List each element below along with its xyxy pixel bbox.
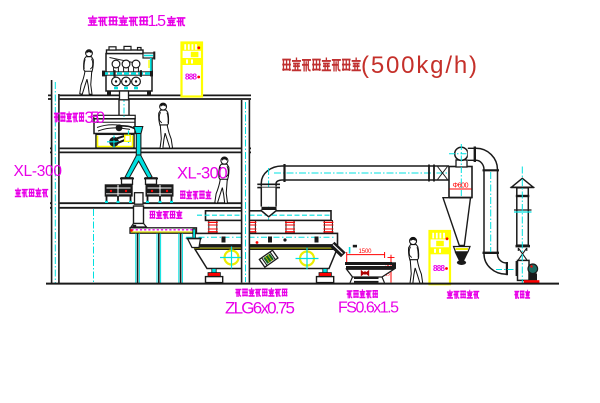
svg-text:1500: 1500 — [359, 249, 373, 255]
svg-text:888: 888 — [185, 73, 198, 82]
svg-text:XL-300: XL-300 — [177, 164, 228, 182]
svg-text:ZLG6x0.75: ZLG6x0.75 — [225, 299, 295, 318]
svg-text:1.5: 1.5 — [148, 13, 167, 30]
svg-text:(500kg/h): (500kg/h) — [361, 52, 477, 79]
svg-text:350: 350 — [85, 109, 106, 127]
svg-text:888: 888 — [433, 264, 446, 273]
svg-text:Φ600: Φ600 — [453, 183, 469, 190]
svg-text:XL-300: XL-300 — [14, 163, 63, 180]
svg-text:FS0.6x1.5: FS0.6x1.5 — [338, 300, 399, 317]
